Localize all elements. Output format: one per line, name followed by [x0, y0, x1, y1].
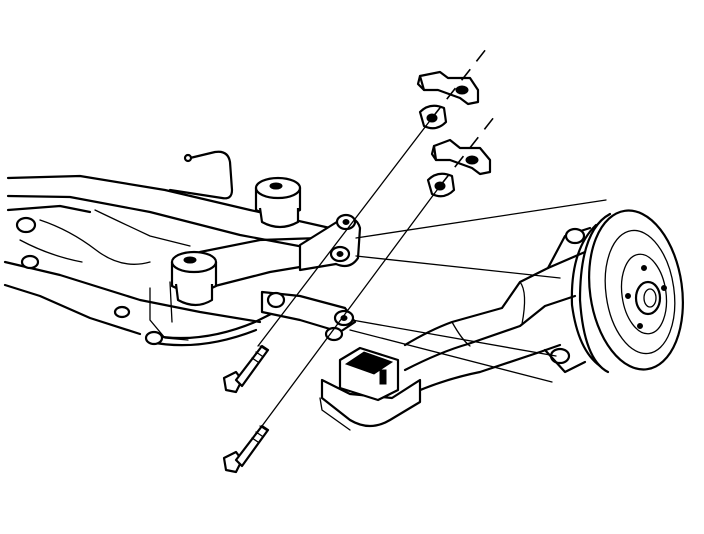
stabilizer-bar [144, 150, 277, 347]
lower-insulator-bracket [430, 138, 492, 176]
upper-bolt [222, 344, 270, 394]
lower-bolt [222, 424, 270, 474]
upper-insulator-bracket [416, 70, 480, 106]
upper-rubber-bushing [254, 176, 302, 229]
wheel-hub [625, 265, 667, 329]
lower-rubber-bushing [170, 250, 218, 307]
alignment-lines [257, 43, 607, 427]
trailing-arm [400, 226, 592, 400]
brake-drum [570, 209, 684, 374]
rear-axle-crossmember [3, 174, 352, 341]
mounting-block [319, 346, 422, 431]
